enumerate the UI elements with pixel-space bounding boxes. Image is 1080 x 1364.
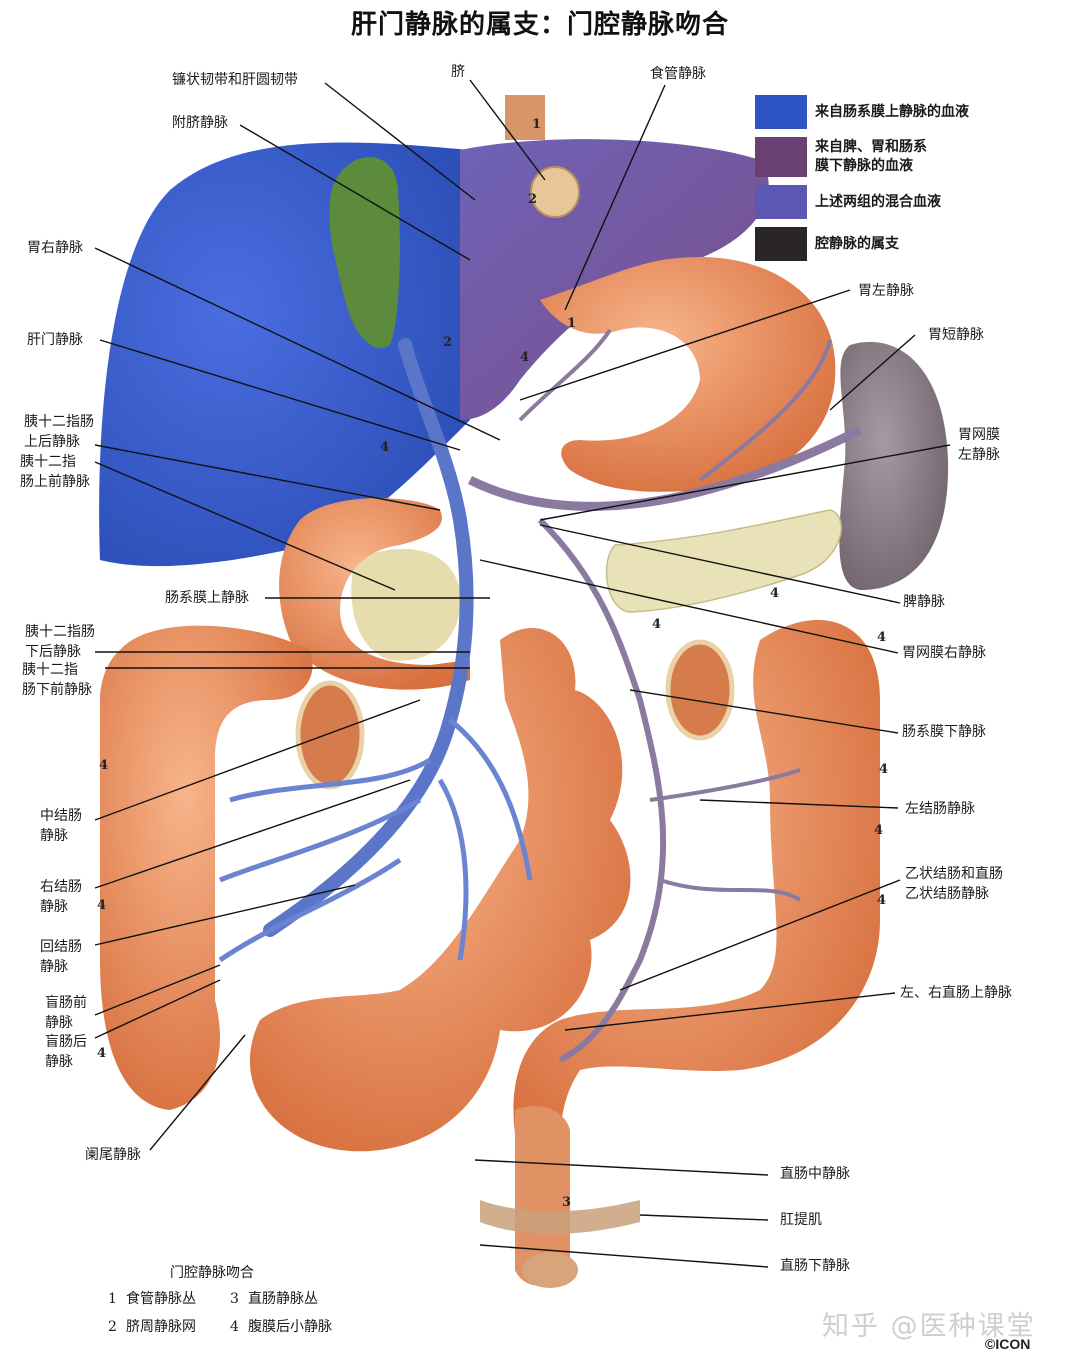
legend-swatch-violet xyxy=(755,185,807,219)
label-superior-rectal-veins: 左、右直肠上静脉 xyxy=(900,985,1012,1001)
label-splenic-vein: 脾静脉 xyxy=(903,594,945,610)
marker-4: 4 xyxy=(770,586,780,601)
label-hepatic-portal-vein: 肝门静脉 xyxy=(27,332,83,348)
gallbladder xyxy=(329,157,400,348)
publisher-credit: ©ICON xyxy=(985,1336,1031,1352)
legend-item: 腔静脉的属支 xyxy=(755,227,1015,261)
legend-label: 腔静脉的属支 xyxy=(815,235,899,252)
label-middle-rectal-vein: 直肠中静脉 xyxy=(780,1166,850,1182)
spleen xyxy=(839,341,949,590)
transverse-colon-right-end xyxy=(295,680,365,790)
marker-4: 4 xyxy=(652,617,662,632)
label-left-gastro-omental-vein: 胃网膜 左静脉 xyxy=(958,427,1000,463)
label-esophageal-veins: 食管静脉 xyxy=(650,66,706,82)
diagram-title: 肝门静脉的属支：门腔静脉吻合 xyxy=(350,10,729,40)
label-left-colic-vein: 左结肠静脉 xyxy=(905,801,975,817)
marker-4: 4 xyxy=(97,1046,107,1061)
label-falciform-ligament: 镰状韧带和肝圆韧带 xyxy=(172,72,298,88)
label-sigmoid-veins: 乙状结肠和直肠 乙状结肠静脉 xyxy=(905,866,1003,902)
label-umbilicus: 脐 xyxy=(451,64,465,80)
legend-item: 来自肠系膜上静脉的血液 xyxy=(755,95,1015,129)
legend-swatch-blue xyxy=(755,95,807,129)
umbilicus-shape xyxy=(530,166,580,218)
label-right-gastro-omental-vein: 胃网膜右静脉 xyxy=(902,645,986,661)
legend-item: 上述两组的混合血液 xyxy=(755,185,1015,219)
label-appendicular-vein: 阑尾静脉 xyxy=(85,1147,141,1163)
label-anterior-cecal-vein: 盲肠前 静脉 xyxy=(45,995,87,1031)
legend-swatch-dark xyxy=(755,227,807,261)
marker-1: 1 xyxy=(567,316,577,331)
label-posterior-superior-pancreaticoduodenal-vein: 胰十二指肠 上后静脉 xyxy=(24,414,94,450)
label-middle-colic-vein: 中结肠 静脉 xyxy=(40,808,82,844)
label-right-colic-vein: 右结肠 静脉 xyxy=(40,879,82,915)
label-superior-mesenteric-vein: 肠系膜上静脉 xyxy=(165,590,249,606)
transverse-colon-left-end xyxy=(665,639,735,741)
levator-ani-muscle xyxy=(480,1200,640,1234)
marker-2: 2 xyxy=(528,192,538,207)
small-intestine xyxy=(249,628,631,1152)
label-anterior-inferior-pancreaticoduodenal-vein: 胰十二指 肠下前静脉 xyxy=(22,662,92,698)
duodenum xyxy=(279,498,470,690)
label-posterior-cecal-vein: 盲肠后 静脉 xyxy=(45,1034,87,1070)
marker-4: 4 xyxy=(877,630,887,645)
rectum xyxy=(515,1106,570,1287)
label-inferior-rectal-vein: 直肠下静脉 xyxy=(780,1258,850,1274)
label-left-gastric-vein: 胃左静脉 xyxy=(858,283,914,299)
esophagus xyxy=(505,95,545,140)
legend-swatch-purple xyxy=(755,137,807,177)
pancreas-head xyxy=(351,548,461,661)
marker-1: 1 xyxy=(532,117,542,132)
watermark: 知乎 @医种课堂 xyxy=(822,1311,1036,1342)
anal-canal xyxy=(522,1252,578,1288)
label-levator-ani: 肛提肌 xyxy=(780,1212,822,1228)
legend-label: 来自脾、胃和肠系 膜下静脉的血液 xyxy=(815,139,927,174)
pancreas xyxy=(605,509,842,613)
legend-label: 上述两组的混合血液 xyxy=(815,193,941,210)
marker-4: 4 xyxy=(380,440,390,455)
marker-2: 2 xyxy=(443,335,453,350)
portal-vein xyxy=(263,338,474,937)
label-anterior-superior-pancreaticoduodenal-vein: 胰十二指 肠上前静脉 xyxy=(20,454,90,490)
ascending-colon xyxy=(100,625,313,1110)
label-short-gastric-veins: 胃短静脉 xyxy=(928,327,984,343)
legend-label: 来自肠系膜上静脉的血液 xyxy=(815,103,969,120)
label-paraumbilical-vein: 附脐静脉 xyxy=(172,115,228,131)
color-legend: 来自肠系膜上静脉的血液 来自脾、胃和肠系 膜下静脉的血液 上述两组的混合血液 腔… xyxy=(755,95,1015,269)
marker-4: 4 xyxy=(520,350,530,365)
label-right-gastric-vein: 胃右静脉 xyxy=(27,240,83,256)
label-posterior-inferior-pancreaticoduodenal-vein: 胰十二指肠 下后静脉 xyxy=(25,624,95,660)
marker-3: 3 xyxy=(562,1195,572,1210)
marker-4: 4 xyxy=(879,762,889,777)
label-inferior-mesenteric-vein: 肠系膜下静脉 xyxy=(902,724,986,740)
marker-4: 4 xyxy=(874,823,884,838)
legend-item: 来自脾、胃和肠系 膜下静脉的血液 xyxy=(755,137,1015,177)
marker-4: 4 xyxy=(97,898,107,913)
marker-4: 4 xyxy=(99,758,109,773)
key-title: 门腔静脉吻合 xyxy=(170,1265,254,1281)
marker-4: 4 xyxy=(877,893,887,908)
label-ileocolic-vein: 回结肠 静脉 xyxy=(40,939,82,975)
